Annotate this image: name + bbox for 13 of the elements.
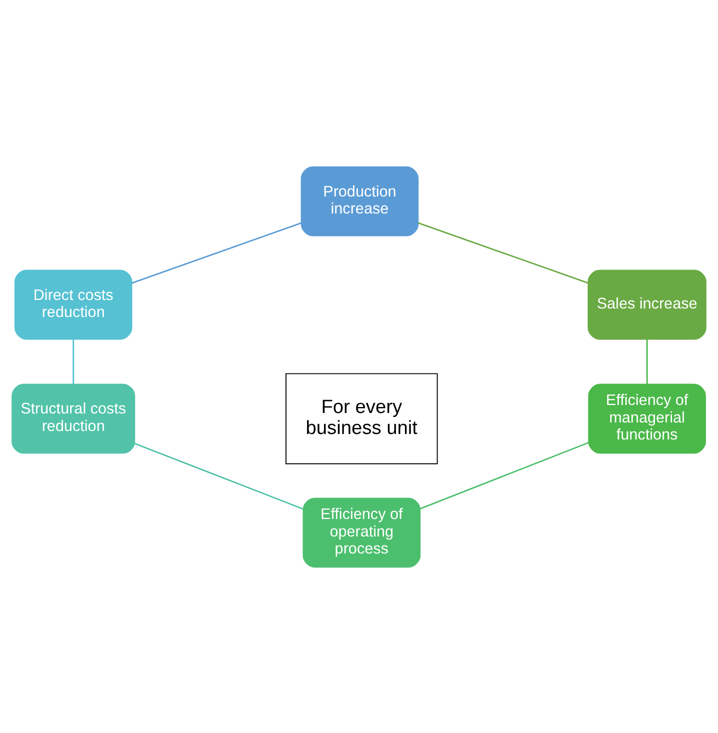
- connector: [134, 442, 304, 510]
- connector: [132, 222, 302, 284]
- node-box: For every business unit: [286, 372, 438, 464]
- node-box: Sales increase: [588, 269, 706, 340]
- connector: [420, 441, 589, 509]
- node-box: Production increase: [300, 166, 419, 236]
- node-box: Direct costs reduction: [14, 269, 132, 340]
- connector: [72, 338, 74, 384]
- node-box: Structural costs reduction: [12, 383, 136, 454]
- node-box: Efficiency of managerial functions: [588, 383, 706, 454]
- connector: [418, 222, 588, 284]
- node-box: Efficiency of operating process: [302, 497, 421, 568]
- connector: [646, 338, 648, 384]
